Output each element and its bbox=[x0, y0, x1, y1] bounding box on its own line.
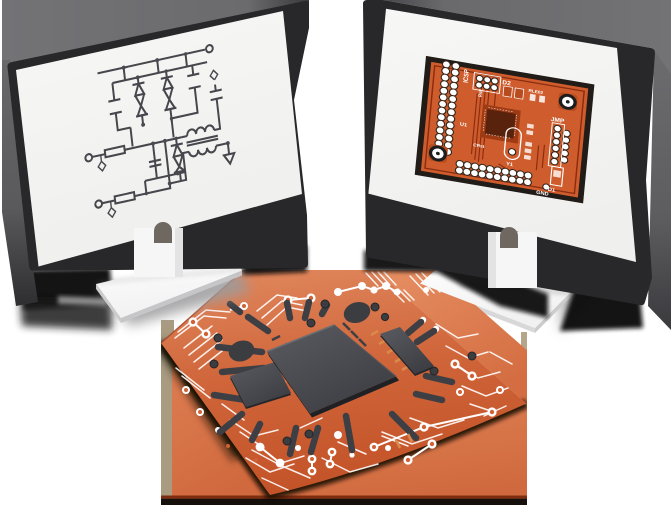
svg-text:RLE02: RLE02 bbox=[528, 88, 544, 95]
svg-text:RsE: RsE bbox=[477, 89, 483, 98]
svg-text:GND: GND bbox=[536, 190, 549, 198]
svg-text:JMP: JMP bbox=[550, 116, 564, 125]
svg-text:D2: D2 bbox=[502, 79, 512, 87]
svg-text:ICSP: ICSP bbox=[462, 69, 471, 84]
svg-text:Y1: Y1 bbox=[506, 161, 513, 168]
svg-text:D1: D1 bbox=[548, 187, 556, 194]
svg-text:U1: U1 bbox=[460, 122, 468, 129]
svg-text:CRst: CRst bbox=[473, 142, 485, 149]
